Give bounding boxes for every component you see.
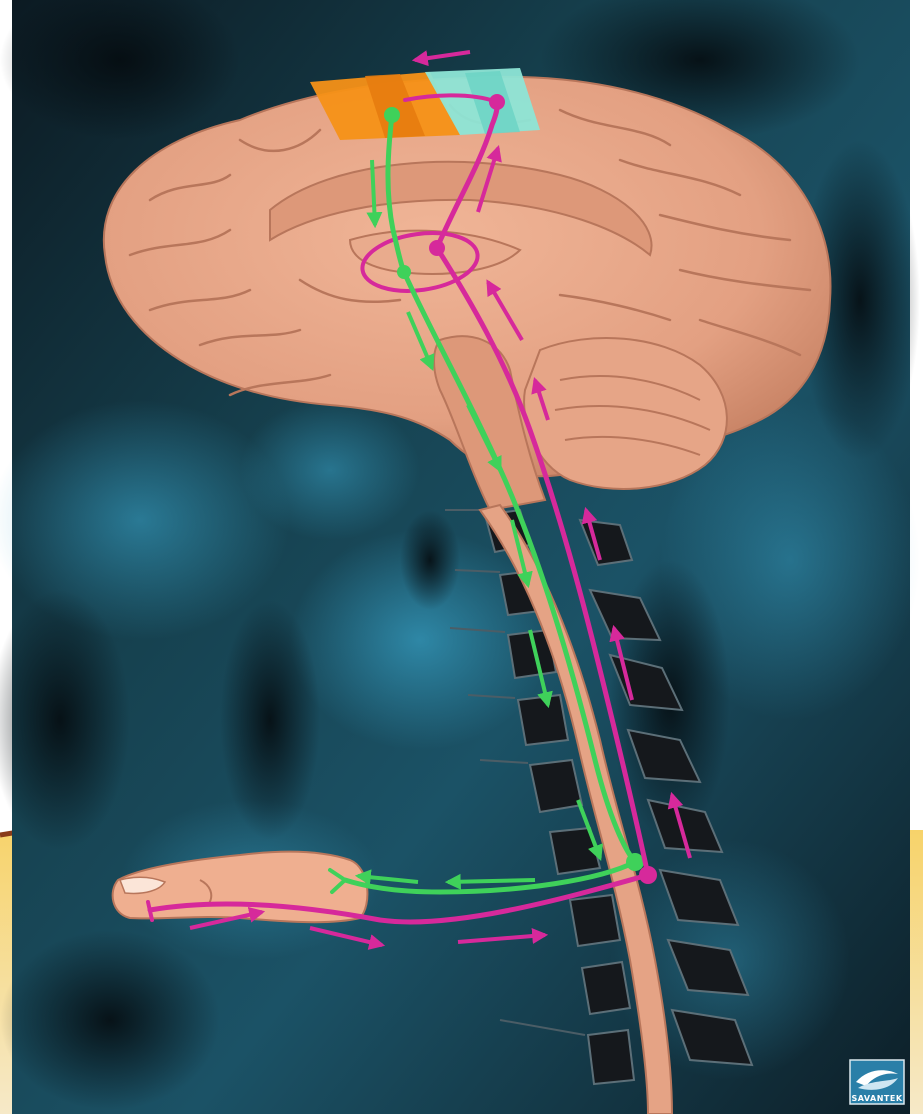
vertebra (570, 895, 620, 946)
savantek-logo: SAVANTEK (850, 1060, 904, 1104)
vertebra (582, 962, 630, 1014)
logo-text: SAVANTEK (851, 1094, 902, 1103)
vertebra (518, 695, 568, 745)
vertebra (588, 1030, 634, 1084)
vertebra (530, 760, 582, 812)
